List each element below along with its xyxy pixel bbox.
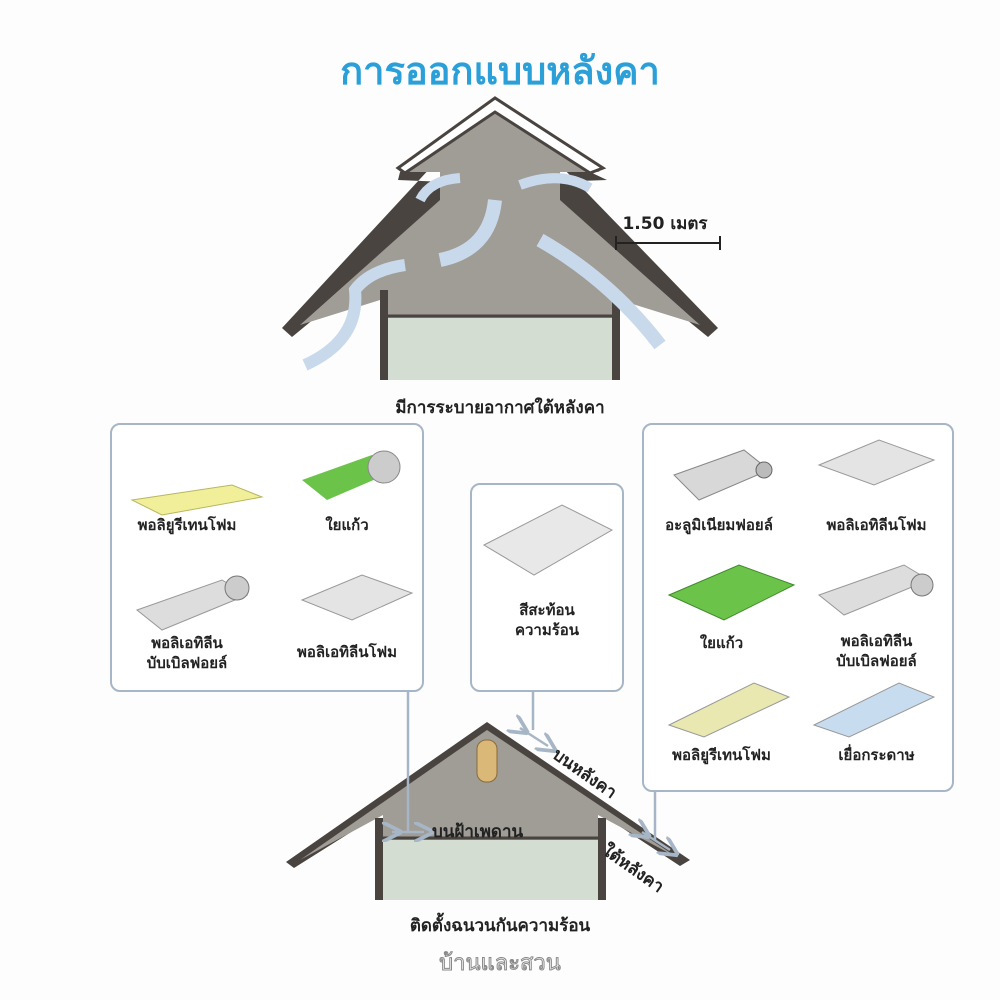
fiberglass-roll-icon: [302, 450, 401, 500]
gable-vent: [476, 739, 498, 783]
bottom-house-caption: ติดตั้งฉนวนกันความร้อน: [409, 916, 591, 936]
cellulose-spray-roof-icon: [812, 682, 936, 738]
page-title: การออกแบบหลังคา: [340, 49, 660, 93]
reflective-roof-sheet-icon: [482, 504, 614, 576]
airflow-arrow: [415, 173, 461, 203]
on-ceiling-label: บนฝ้าเพดาน: [432, 822, 524, 842]
aluminium-foil-roll-icon: [673, 449, 773, 501]
item-label: พอลิยูรีเทนโฟม: [672, 746, 771, 764]
item-label: พอลิยูรีเทนโฟม: [137, 516, 237, 534]
pe-foam-sheet-icon: [817, 439, 936, 486]
item-label: อะลูมิเนียมฟอยล์: [665, 516, 773, 534]
item-label: ใยแก้ว: [325, 516, 369, 534]
item-label: พอลิเอทิลีนบับเบิลฟอยล์: [836, 632, 917, 670]
item-label: พอลิเอทิลีนโฟม: [826, 516, 927, 534]
item-label: พอลิเอทิลีนบับเบิลฟอยล์: [146, 634, 228, 672]
roof-insulation-box: พอลิยูรีเทนโฟม ใยแก้ว พอลิเอทิลีนบับเบิล…: [110, 423, 424, 692]
bottom-house: [286, 722, 690, 900]
airflow-arrow: [536, 233, 666, 350]
pu-spray-roof-icon: [667, 682, 791, 738]
item-label: ใยแก้ว: [699, 634, 744, 652]
under-roof-insulation-box: อะลูมิเนียมฟอยล์ พอลิเอทิลีนโฟม ใยแก้ว พ…: [642, 423, 954, 792]
watermark-logo: บ้านและสวน: [439, 951, 562, 977]
airflow-arrow: [438, 199, 502, 267]
connectors: [392, 690, 670, 850]
reflective-paint-box: สีสะท้อนความร้อน: [470, 483, 624, 692]
airflow-arrow: [518, 173, 593, 193]
pu-foam-board-icon: [130, 484, 264, 516]
pe-foam-sheet-icon: [300, 574, 414, 621]
bubble-foil-roll-icon: [817, 564, 934, 616]
item-label: พอลิเอทิลีนโฟม: [296, 643, 398, 661]
bubble-foil-roll-icon: [135, 575, 250, 631]
top-house-caption: มีการระบายอากาศใต้หลังคา: [395, 398, 605, 418]
scale-label: 1.50 เมตร: [622, 214, 708, 234]
airflow-arrow: [302, 259, 406, 371]
item-label: เยื่อกระดาษ: [838, 746, 915, 764]
top-house: [282, 96, 721, 380]
fiberglass-sheet-icon: [667, 564, 796, 621]
item-label: สีสะท้อนความร้อน: [514, 601, 580, 639]
